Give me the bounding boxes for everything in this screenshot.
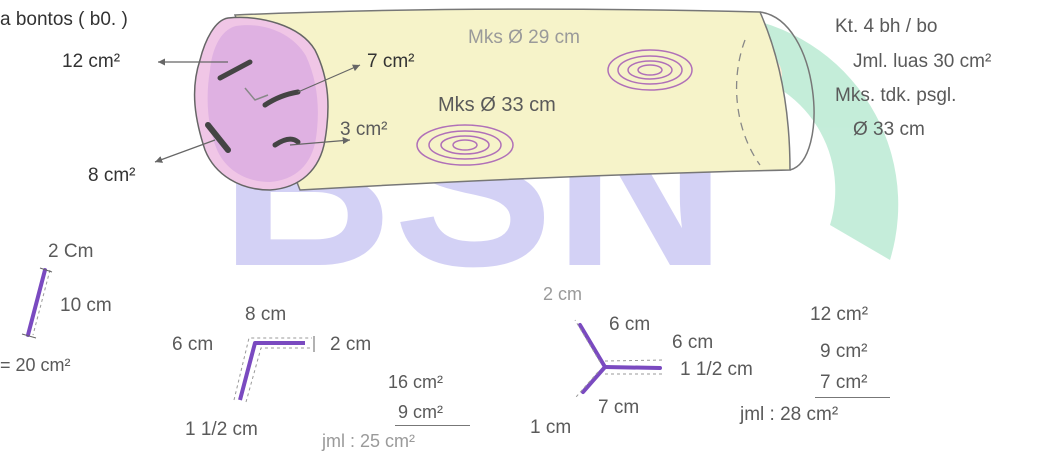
log-cut-face — [193, 16, 329, 191]
ex1-result: = 20 cm² — [0, 355, 71, 375]
ex2-left: 6 cm — [172, 334, 214, 355]
ex3-calc-3: 7 cm² — [820, 372, 868, 393]
ex3-c: 1 1/2 cm — [680, 359, 753, 380]
ex3-d: 7 cm — [598, 397, 640, 418]
label-3cm2: 3 cm² — [340, 119, 388, 140]
knot-label-33: Mks Ø 33 cm — [438, 94, 556, 116]
example1-figure — [21, 267, 53, 339]
ex3-calc-1: 12 cm² — [810, 304, 869, 325]
label-12cm2: 12 cm² — [62, 51, 121, 72]
summary-line-2: Jml. luas 30 cm² — [853, 51, 992, 72]
ex2-right: 2 cm — [330, 334, 372, 355]
ex2-calc-2: 9 cm² — [398, 402, 443, 422]
arrow-3 — [289, 137, 351, 146]
ex2-bottom: 1 1/2 cm — [185, 419, 258, 440]
ex2-calc-total: jml : 25 cm² — [322, 431, 416, 451]
summary-line-1: Kt. 4 bh / bo — [835, 16, 938, 37]
log-illustration — [154, 8, 815, 191]
ex3-b: 6 cm — [672, 332, 714, 353]
label-8cm2: 8 cm² — [88, 165, 136, 186]
arrow-7 — [297, 64, 361, 93]
knot-29 — [607, 49, 693, 91]
ex3-top: 2 cm — [543, 284, 583, 304]
ex2-calc-1: 16 cm² — [388, 372, 444, 392]
example3-figure — [574, 319, 666, 398]
summary-line-4: Ø 33 cm — [853, 119, 925, 140]
ex3-calc-total: jml : 28 cm² — [740, 404, 839, 425]
ex1-top: 2 Cm — [48, 241, 94, 262]
ex3-e: 1 cm — [530, 417, 572, 438]
knot-33 — [416, 124, 514, 166]
ex1-length: 10 cm — [60, 295, 112, 316]
ex2-sum-line — [395, 425, 470, 426]
summary-line-3: Mks. tdk. psgl. — [835, 85, 957, 106]
ex3-calc-2: 9 cm² — [820, 341, 868, 362]
ex3-sum-line — [815, 397, 890, 398]
ex2-top: 8 cm — [245, 304, 287, 325]
knot-label-29: Mks Ø 29 cm — [468, 27, 580, 48]
ex3-a: 6 cm — [609, 314, 651, 335]
diagram-title: a bontos ( b0. ) — [0, 9, 128, 30]
example2-figure — [233, 336, 315, 403]
arrow-8 — [154, 139, 216, 163]
label-7cm2: 7 cm² — [367, 51, 415, 72]
